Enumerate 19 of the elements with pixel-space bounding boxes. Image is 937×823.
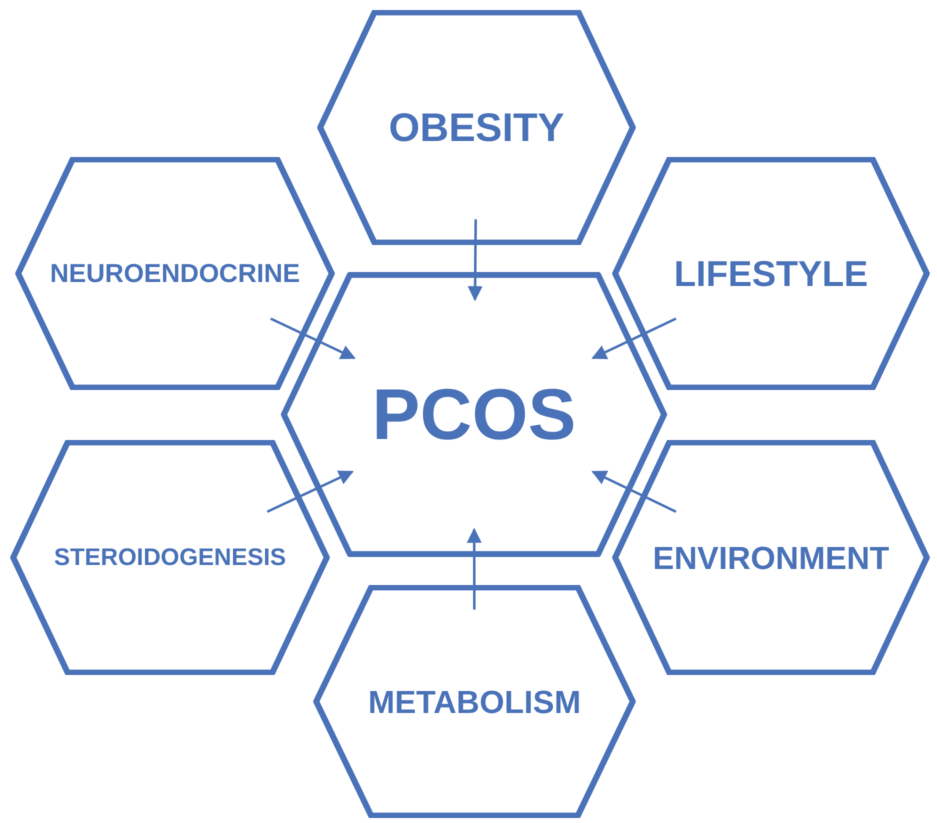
hexagon-node — [612, 157, 930, 390]
arrow — [591, 318, 676, 360]
hexagon-node — [313, 585, 636, 818]
node-label: STEROIDOGENESIS — [54, 542, 286, 572]
hexagon-node — [612, 440, 930, 675]
arrow — [266, 470, 354, 513]
arrow — [466, 528, 482, 610]
arrow — [468, 219, 483, 302]
node-label: ENVIRONMENT — [652, 538, 890, 578]
node-label: OBESITY — [388, 104, 564, 152]
node-label: METABOLISM — [368, 682, 581, 722]
node-label: LIFESTYLE — [674, 252, 868, 296]
hexagon-node — [10, 440, 330, 675]
hexagon-node — [15, 157, 335, 390]
node-label: PCOS — [372, 374, 576, 456]
hexagon-node — [317, 10, 636, 245]
node-label: NEUROENDOCRINE — [50, 257, 300, 290]
arrow — [270, 317, 356, 360]
arrow — [591, 470, 676, 513]
